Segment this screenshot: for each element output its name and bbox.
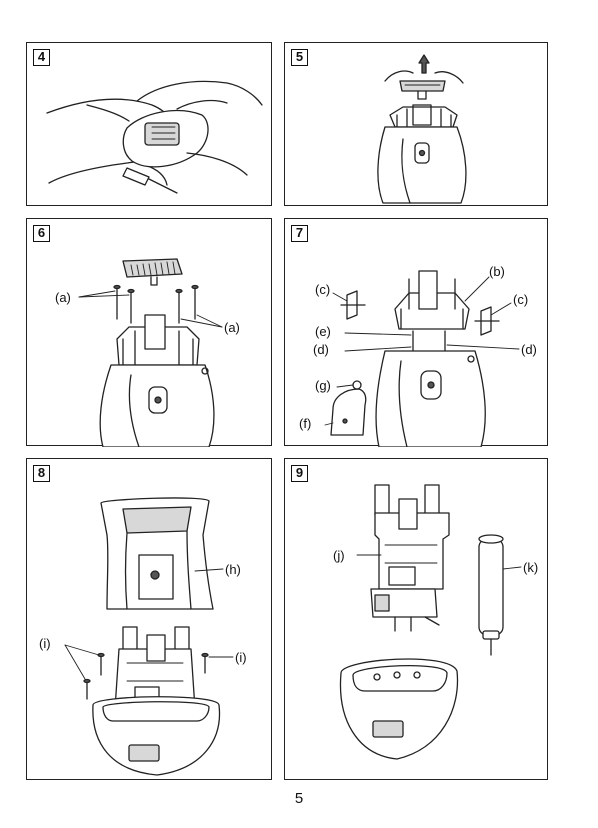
part-label-j: (j) [333, 549, 345, 562]
part-label-k: (k) [523, 561, 538, 574]
part-label-a: (a) [224, 321, 240, 334]
step-9-illustration [285, 459, 549, 781]
part-label-i: (i) [39, 637, 51, 650]
step-4-panel: 4 [26, 42, 272, 206]
step-6-panel: 6 (a) (a) [26, 218, 272, 446]
part-label-f: (f) [299, 417, 311, 430]
step-4-illustration [27, 43, 273, 207]
part-label-b: (b) [489, 265, 505, 278]
part-label-g: (g) [315, 379, 331, 392]
step-9-panel: 9 (j) (k) [284, 458, 548, 780]
part-label-a: (a) [55, 291, 71, 304]
part-label-e: (e) [315, 325, 331, 338]
step-7-panel: 7 (b) (c) (c) (e) (d) (d) [284, 218, 548, 446]
part-label-h: (h) [225, 563, 241, 576]
step-5-panel: 5 [284, 42, 548, 206]
part-label-c: (c) [513, 293, 528, 306]
part-label-d: (d) [313, 343, 329, 356]
page-number: 5 [0, 790, 598, 807]
part-label-c: (c) [315, 283, 330, 296]
step-5-illustration [285, 43, 549, 207]
step-8-panel: 8 (h) (i) (i) [26, 458, 272, 780]
part-label-i: (i) [235, 651, 247, 664]
step-8-illustration [27, 459, 273, 781]
part-label-d: (d) [521, 343, 537, 356]
